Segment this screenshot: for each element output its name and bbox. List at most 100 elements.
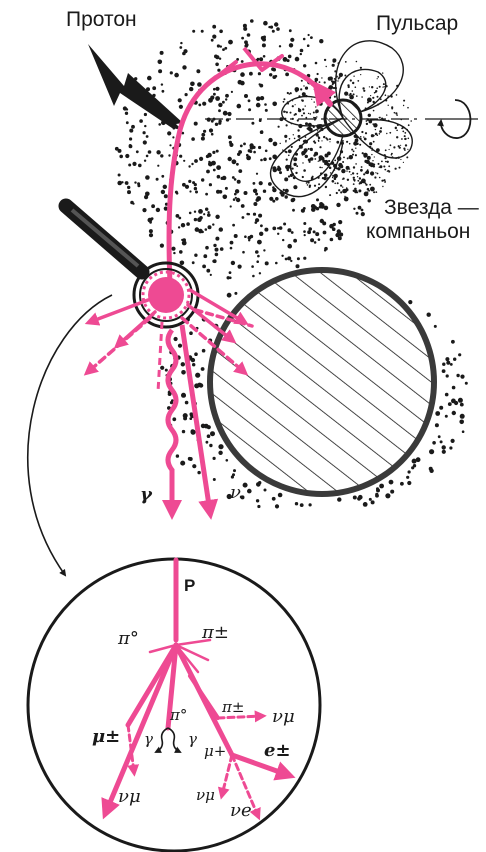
stipple-dot: [191, 429, 195, 433]
stipple-dot: [353, 150, 355, 152]
stipple-dot: [427, 313, 431, 317]
stipple-dot: [169, 144, 171, 146]
stipple-dot: [347, 179, 349, 181]
stipple-dot: [205, 208, 208, 211]
stipple-dot: [285, 151, 287, 153]
stipple-dot: [285, 111, 286, 112]
stipple-dot: [156, 178, 159, 181]
stipple-dot: [381, 127, 382, 128]
companion-label-2: компаньон: [366, 220, 470, 244]
zoom-arrow: [28, 295, 112, 575]
stipple-dot: [222, 48, 225, 51]
stipple-dot: [234, 178, 237, 181]
stipple-dot: [324, 174, 325, 175]
stipple-dot: [325, 154, 329, 158]
companion-label-1: Звезда —: [384, 196, 479, 220]
stipple-dot: [260, 224, 263, 227]
stipple-dot: [341, 169, 345, 173]
stipple-dot: [321, 140, 322, 141]
stipple-dot: [381, 161, 383, 163]
stipple-dot: [376, 487, 379, 490]
stipple-dot: [337, 182, 339, 184]
stipple-dot: [318, 140, 320, 142]
stipple-dot: [385, 493, 390, 498]
stipple-dot: [355, 154, 357, 156]
stipple-dot: [366, 120, 368, 122]
stipple-dot: [314, 89, 315, 90]
stipple-dot: [268, 26, 270, 28]
stipple-dot: [453, 358, 456, 361]
stipple-dot: [383, 166, 385, 168]
stipple-dot: [182, 430, 185, 433]
stipple-dot: [214, 55, 218, 59]
stipple-dot: [160, 154, 163, 157]
stipple-dot: [162, 90, 165, 93]
stipple-dot: [128, 164, 131, 167]
stipple-dot: [349, 95, 354, 100]
stipple-dot: [288, 149, 292, 153]
stipple-dot: [350, 93, 352, 95]
stipple-dot: [215, 123, 218, 126]
stipple-dot: [458, 353, 461, 356]
gamma-left-label: γ: [144, 730, 153, 748]
stipple-dot: [145, 175, 150, 180]
stipple-dot: [215, 215, 219, 219]
stipple-dot: [312, 176, 314, 178]
stipple-dot: [227, 293, 232, 298]
stipple-dot: [291, 231, 294, 234]
stipple-dot: [359, 183, 361, 185]
stipple-dot: [307, 184, 309, 186]
stipple-dot: [268, 182, 272, 186]
stipple-dot: [361, 131, 363, 133]
muon-plus-label: μ+: [204, 742, 226, 760]
stipple-dot: [378, 163, 380, 165]
stipple-dot: [196, 69, 200, 73]
stipple-dot: [303, 230, 306, 233]
stipple-dot: [244, 191, 248, 195]
stipple-dot: [315, 232, 319, 236]
stipple-dot: [465, 382, 468, 385]
stipple-dot: [194, 211, 196, 213]
stipple-dot: [285, 258, 288, 261]
stipple-dot: [179, 46, 182, 49]
stipple-dot: [332, 180, 334, 182]
stipple-dot: [334, 96, 336, 98]
stipple-dot: [445, 393, 449, 397]
stipple-dot: [346, 170, 347, 171]
stipple-dot: [256, 103, 261, 108]
stipple-dot: [346, 187, 347, 188]
stipple-dot: [399, 167, 401, 169]
stipple-dot: [396, 94, 398, 96]
stipple-dot: [288, 55, 292, 59]
stipple-dot: [293, 157, 297, 161]
stipple-dot: [201, 367, 205, 371]
stipple-dot: [296, 165, 298, 167]
stipple-dot: [384, 181, 386, 183]
stipple-dot: [259, 83, 261, 85]
stipple-dot: [315, 106, 316, 107]
stipple-dot: [191, 163, 193, 165]
stipple-dot: [286, 169, 289, 172]
stipple-dot: [218, 103, 222, 107]
stipple-dot: [305, 87, 308, 90]
stipple-dot: [388, 105, 389, 106]
stipple-dot: [240, 145, 243, 148]
stipple-dot: [316, 116, 317, 117]
stipple-dot: [229, 141, 232, 144]
stipple-dot: [387, 161, 389, 163]
stipple-dot: [273, 142, 278, 147]
stipple-dot: [326, 138, 328, 140]
stipple-dot: [396, 130, 398, 132]
stipple-dot: [289, 29, 292, 32]
stipple-dot: [290, 92, 292, 94]
stipple-dot: [167, 131, 171, 135]
stipple-dot: [259, 232, 263, 236]
stipple-dot: [260, 96, 264, 100]
stipple-dot: [238, 80, 243, 85]
stipple-dot: [302, 162, 303, 163]
stipple-dot: [295, 104, 296, 105]
stipple-dot: [255, 193, 258, 196]
stipple-dot: [290, 260, 292, 262]
stipple-dot: [312, 178, 313, 179]
stipple-dot: [269, 73, 272, 76]
